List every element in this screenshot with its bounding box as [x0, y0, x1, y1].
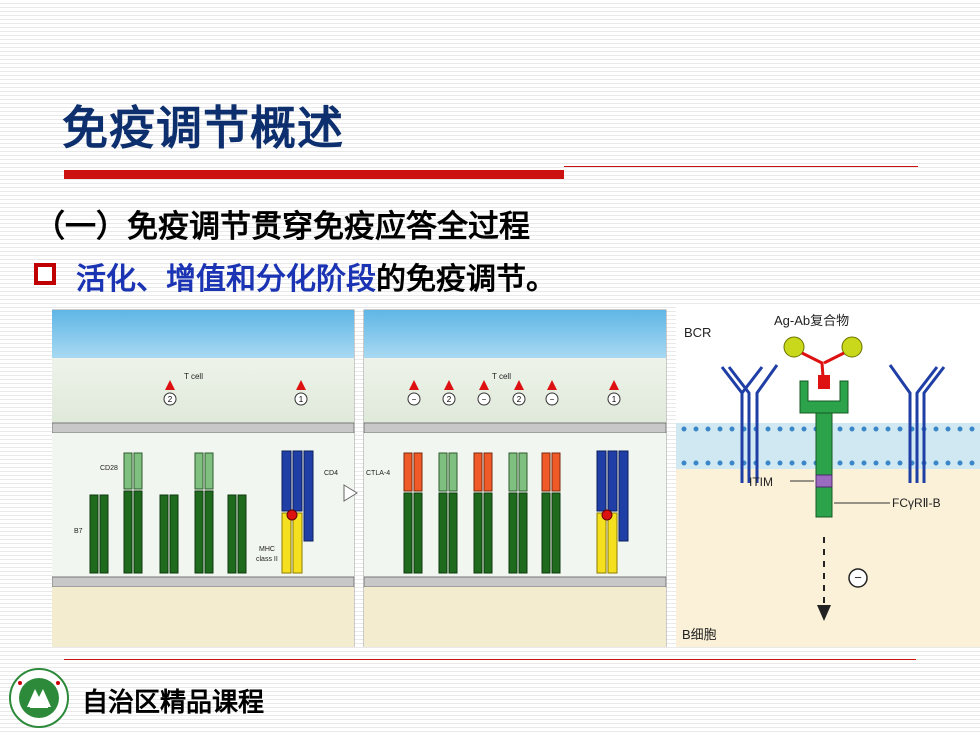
- university-emblem-icon: [9, 668, 69, 728]
- inhibition-arrowhead: [817, 605, 831, 621]
- cd28-molecules: [123, 452, 214, 490]
- hollow-square-bullet-icon: [34, 263, 56, 285]
- course-footer: 自治区精品课程: [82, 688, 265, 718]
- signal-2-label-a: 2: [447, 395, 452, 404]
- ag-ab-complex-label: Ag-Ab复合物: [774, 313, 849, 328]
- transition-arrow: [343, 484, 358, 502]
- b7-molecules-mid: [403, 492, 561, 574]
- footer-divider: [64, 659, 916, 660]
- panel-ctla4: T cell CTLA-4 − 2 − 2 − 1: [363, 309, 667, 647]
- title-underline-bar: [64, 170, 564, 179]
- panel-costimulation: T cell 2 1 CD28 B7 CD4 MHC class II: [52, 309, 355, 647]
- bullet-rest: 的免疫调节。: [376, 262, 556, 297]
- signal-2-arrow: 2: [163, 380, 177, 406]
- inhibition-minus: −: [854, 570, 862, 585]
- signal-2-label: 2: [168, 395, 173, 404]
- ctla4-cd28-molecules: [403, 452, 561, 492]
- signal-1-arrow: 1: [294, 380, 308, 406]
- fcgr2b-label: FCγRⅡ-B: [892, 496, 941, 510]
- minus-signal-b: −: [482, 395, 487, 404]
- minus-signal-a: −: [412, 395, 417, 404]
- signal-1-label-mid: 1: [612, 395, 617, 404]
- cd28-label: CD28: [100, 465, 118, 472]
- tcr-mhc-complex-mid: [596, 450, 629, 574]
- bcr-label: BCR: [684, 325, 711, 340]
- title-underline-thin: [564, 166, 918, 167]
- bcr-receptors: [720, 364, 946, 483]
- panel-fc-receptor: BCR Ag-Ab复合物 ITIM FCγRⅡ-B − B细: [676, 305, 980, 647]
- minus-signal-c: −: [550, 395, 555, 404]
- t-cell-label: T cell: [184, 372, 203, 381]
- immune-regulation-figure: T cell 2 1 CD28 B7 CD4 MHC class II: [52, 305, 980, 647]
- signal-1-label: 1: [299, 395, 304, 404]
- ctla4-label: CTLA-4: [366, 470, 390, 477]
- inhibition-circle: [848, 568, 868, 588]
- b7-molecules: [89, 490, 247, 574]
- b7-label: B7: [74, 528, 83, 535]
- signal-arrows-mid: − 2 − 2 − 1: [407, 380, 621, 406]
- bullet-highlight: 活化、增值和分化阶段: [76, 262, 376, 297]
- bullet-text: 活化、增值和分化阶段的免疫调节。: [76, 254, 556, 298]
- section-subtitle: （一）免疫调节贯穿免疫应答全过程: [34, 209, 530, 245]
- t-cell-label-2: T cell: [492, 372, 511, 381]
- cd4-label: CD4: [324, 470, 338, 477]
- itim-label: ITIM: [749, 475, 773, 489]
- mhc-label: MHC: [259, 546, 275, 553]
- tcr-mhc-complex: [281, 450, 314, 574]
- b-cell-label: B细胞: [682, 627, 717, 642]
- page-title: 免疫调节概述: [62, 101, 344, 155]
- antigen-spheres: [783, 336, 863, 378]
- fc-receptor: [799, 375, 849, 518]
- mhc-class2-label: class II: [256, 556, 278, 563]
- signal-2-label-b: 2: [517, 395, 522, 404]
